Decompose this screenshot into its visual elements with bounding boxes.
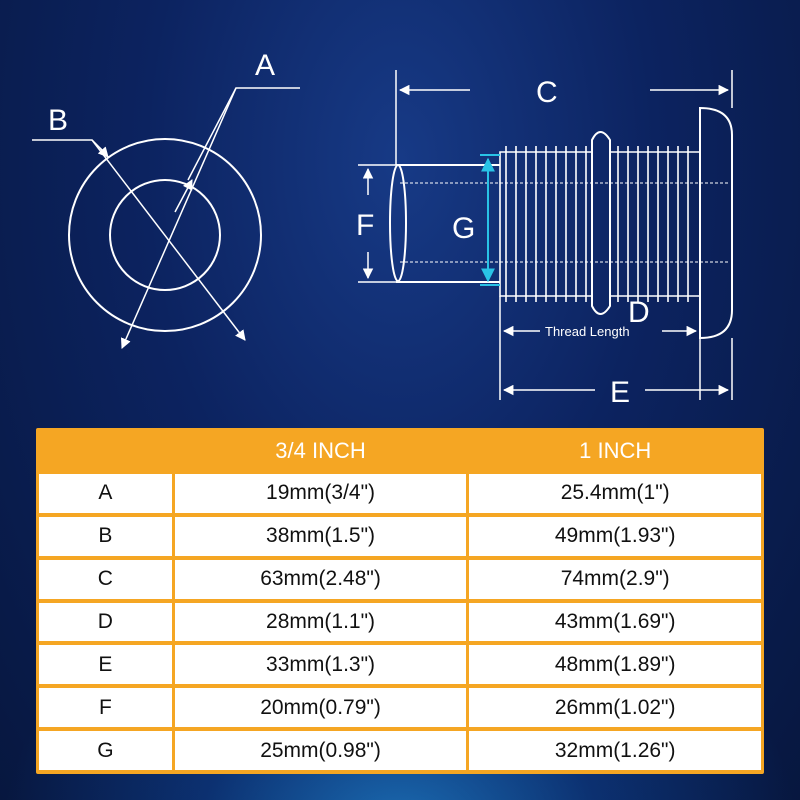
table-row: B 38mm(1.5") 49mm(1.93") <box>39 516 761 556</box>
label-d: D <box>628 296 650 329</box>
cell-1-inch: 32mm(1.26") <box>469 731 761 770</box>
cell-3-4-inch: 25mm(0.98") <box>174 731 467 770</box>
cell-1-inch: 26mm(1.02") <box>469 688 761 728</box>
row-key: B <box>39 516 172 556</box>
row-key: G <box>39 731 172 770</box>
dimension-f <box>358 164 396 283</box>
row-key: A <box>39 474 172 513</box>
head-flange <box>699 106 733 340</box>
table-header-row: 3/4 INCH 1 INCH <box>39 432 761 470</box>
table-row: A 19mm(3/4") 25.4mm(1") <box>39 474 761 513</box>
size-table-frame: 3/4 INCH 1 INCH A 19mm(3/4") 25.4mm(1") … <box>36 428 764 774</box>
cell-1-inch: 49mm(1.93") <box>469 516 761 556</box>
table-row: E 33mm(1.3") 48mm(1.89") <box>39 645 761 685</box>
dimension-g <box>480 154 500 286</box>
cell-1-inch: 48mm(1.89") <box>469 645 761 685</box>
washer <box>591 131 611 315</box>
thread-section-2 <box>609 146 701 302</box>
label-c: C <box>536 76 558 109</box>
header-1-inch: 1 INCH <box>579 438 652 463</box>
label-b: B <box>48 104 68 137</box>
cell-1-inch: 43mm(1.69") <box>469 602 761 642</box>
leader-a <box>187 87 300 181</box>
dim-line-b <box>91 139 246 341</box>
cell-1-inch: 74mm(2.9") <box>469 559 761 599</box>
dim-line-a-upper <box>174 179 193 213</box>
header-3-4-inch: 3/4 INCH <box>275 438 366 463</box>
cell-1-inch: 25.4mm(1") <box>469 474 761 513</box>
dim-line-a <box>120 87 237 349</box>
cell-3-4-inch: 20mm(0.79") <box>174 688 467 728</box>
front-view-leaders <box>32 87 300 349</box>
table-row: D 28mm(1.1") 43mm(1.69") <box>39 602 761 642</box>
dimension-d <box>499 296 701 400</box>
row-key: E <box>39 645 172 685</box>
row-key: C <box>39 559 172 599</box>
front-view <box>68 138 262 332</box>
cell-3-4-inch: 19mm(3/4") <box>174 474 467 513</box>
row-key: D <box>39 602 172 642</box>
label-f: F <box>356 209 374 242</box>
label-thread-length: Thread Length <box>545 324 630 339</box>
label-g: G <box>452 212 475 245</box>
row-key: F <box>39 688 172 728</box>
inner-circle <box>109 179 221 291</box>
table-row: G 25mm(0.98") 32mm(1.26") <box>39 731 761 770</box>
dim-line-b-upper <box>97 146 109 158</box>
cell-3-4-inch: 38mm(1.5") <box>174 516 467 556</box>
size-table: 3/4 INCH 1 INCH A 19mm(3/4") 25.4mm(1") … <box>36 428 764 774</box>
header-key <box>39 432 172 470</box>
label-a: A <box>255 49 275 82</box>
dimension-diagram: A B C F <box>32 49 733 409</box>
pipe-opening <box>389 164 407 282</box>
dimension-e <box>502 338 733 400</box>
cell-3-4-inch: 63mm(2.48") <box>174 559 467 599</box>
cell-3-4-inch: 28mm(1.1") <box>174 602 467 642</box>
thread-section-1 <box>499 146 593 302</box>
cell-3-4-inch: 33mm(1.3") <box>174 645 467 685</box>
side-view <box>389 106 733 340</box>
label-e: E <box>610 376 630 409</box>
outer-circle <box>68 138 262 332</box>
dimension-c <box>395 70 733 165</box>
table-row: F 20mm(0.79") 26mm(1.02") <box>39 688 761 728</box>
table-row: C 63mm(2.48") 74mm(2.9") <box>39 559 761 599</box>
